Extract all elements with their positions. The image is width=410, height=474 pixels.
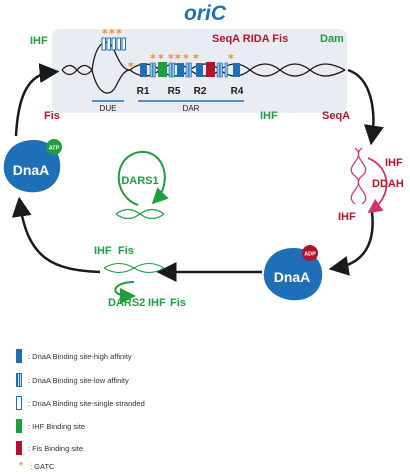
gatc-asterisk-icon: * xyxy=(18,459,24,473)
legend-item-low-affinity: : DnaA Binding site-low affinity xyxy=(16,372,129,388)
svg-text:*: * xyxy=(168,52,174,65)
ddah-ihf-bottom: IHF xyxy=(338,211,356,223)
dars2-ihf-bottom: IHF xyxy=(148,297,166,309)
svg-text:*: * xyxy=(109,27,115,40)
dar-label: DAR xyxy=(183,104,200,113)
dars2-dna-helix xyxy=(103,262,165,274)
ddah-ihf-top: IHF xyxy=(385,157,403,169)
site-label-r4: R4 xyxy=(231,86,244,97)
cycle-arrow-ddah-to-dnaa-adp xyxy=(328,211,374,276)
svg-text:*: * xyxy=(183,52,189,65)
legend-item-ihf: : IHF Binding site xyxy=(16,418,85,434)
due-label: DUE xyxy=(100,104,117,113)
svg-text:*: * xyxy=(175,52,181,65)
gatc-marks-due: *** * xyxy=(102,27,134,73)
cycle-arrow-dars2-to-dnaa-atp xyxy=(11,196,101,274)
adp-badge: ADP xyxy=(304,252,316,258)
low-affinity-swatch xyxy=(16,373,22,387)
ihf-swatch xyxy=(16,419,22,433)
ddah-arrow xyxy=(367,157,388,214)
cycle-arrow-oric-to-ddah xyxy=(347,68,384,146)
legend-item-gatc: * : GATC xyxy=(16,458,55,474)
svg-text:*: * xyxy=(193,52,199,65)
dam-label: Dam xyxy=(320,33,344,45)
legend-text-single-stranded: : DnaA Binding site-single stranded xyxy=(28,398,145,408)
dar-binding-sites xyxy=(140,62,240,78)
legend-text-fis: : Fis Binding site xyxy=(28,443,84,453)
dars2-label: DARS2 xyxy=(108,297,145,309)
single-stranded-swatch xyxy=(16,396,22,410)
site-label-r1: R1 xyxy=(137,86,150,97)
fis-swatch xyxy=(16,441,22,455)
due-ss-sites xyxy=(101,37,126,51)
oric-title: oriC xyxy=(184,2,227,25)
legend-text-high-affinity: : DnaA Binding site-high affinity xyxy=(28,351,132,361)
ihf-label-oric-top: IHF xyxy=(30,35,48,47)
svg-text:*: * xyxy=(228,52,234,65)
dnaa-atp-protein: ATP DnaA xyxy=(3,139,62,193)
fis-label-oric-bottom: Fis xyxy=(44,110,60,122)
svg-text:*: * xyxy=(102,27,108,40)
dars1-dna-helix xyxy=(115,208,165,220)
dars2-ihf-left: IHF xyxy=(94,245,112,257)
dars1-cycle-arrow xyxy=(117,150,169,206)
legend-text-low-affinity: : DnaA Binding site-low affinity xyxy=(28,375,129,385)
gatc-marks-dar: ** *** ** xyxy=(150,52,234,65)
cycle-arrow-dnaa-atp-to-oric xyxy=(14,63,60,137)
ddah-label: DDAH xyxy=(372,178,404,190)
seqa-label-bottom: SeqA xyxy=(322,110,350,122)
legend-text-gatc: : GATC xyxy=(30,461,55,471)
svg-text:*: * xyxy=(158,52,164,65)
legend-item-fis: : Fis Binding site xyxy=(16,440,83,456)
site-label-r5: R5 xyxy=(168,86,181,97)
legend-item-high-affinity: : DnaA Binding site-high affinity xyxy=(16,348,132,364)
ihf-label-oric-bottom: IHF xyxy=(260,110,278,122)
svg-text:*: * xyxy=(116,27,122,40)
legend-item-single-stranded: : DnaA Binding site-single stranded xyxy=(16,395,145,411)
legend-text-ihf: : IHF Binding site xyxy=(28,421,86,431)
seqa-rida-fis-label: SeqA RIDA Fis xyxy=(212,33,288,45)
atp-badge: ATP xyxy=(49,146,60,152)
dnaa-adp-label: DnaA xyxy=(274,269,311,285)
dnaa-atp-label: DnaA xyxy=(13,162,50,178)
dars2-fis-bottom: Fis xyxy=(170,297,186,309)
svg-text:*: * xyxy=(150,52,156,65)
high-affinity-swatch xyxy=(16,349,22,363)
dars2-cycle-arrow xyxy=(114,281,136,304)
dars1-label: DARS1 xyxy=(121,175,158,187)
site-label-r2: R2 xyxy=(194,86,207,97)
ddah-dna-helix xyxy=(350,147,367,205)
dnaa-adp-protein: ADP DnaA xyxy=(263,245,323,301)
dars2-fis-left: Fis xyxy=(118,245,134,257)
svg-text:*: * xyxy=(128,60,134,73)
